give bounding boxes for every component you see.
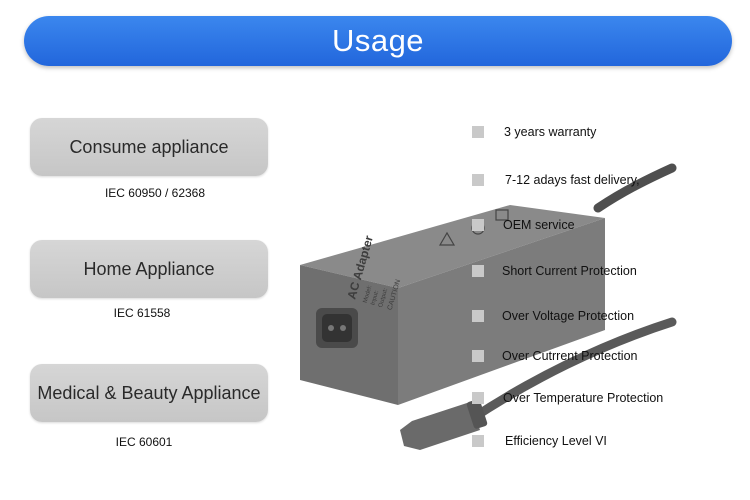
feature-item: OEM service — [470, 217, 740, 235]
bullet-square-icon — [472, 219, 484, 231]
feature-text: Over Voltage Protection — [502, 309, 635, 323]
standard-text: IEC 61558 — [113, 306, 171, 320]
bullet-square-icon — [472, 265, 484, 277]
feature-item: 7-12 adays fast delivery, — [470, 172, 740, 190]
bullet-square-icon — [472, 126, 484, 138]
feature-item: Short Current Protection — [470, 263, 740, 281]
category-label: Consume appliance — [69, 136, 229, 157]
bullet-square-icon — [472, 435, 484, 447]
feature-item: Efficiency Level VI — [470, 433, 740, 451]
feature-text: Short Current Protection — [502, 264, 637, 278]
feature-text: Over Cutrrent Protection — [502, 349, 638, 363]
standard-text: IEC 60601 — [115, 435, 173, 449]
category-label: Medical & Beauty Appliance — [37, 382, 261, 403]
feature-item: Over Temperature Protection — [470, 390, 740, 408]
adapter-label-line: Model: — [363, 285, 374, 304]
standard-text: IEC 60950 / 62368 — [104, 186, 206, 200]
feature-text: Efficiency Level VI — [505, 434, 607, 448]
feature-text: Over Temperature Protection — [503, 391, 664, 405]
feature-item: Over Cutrrent Protection — [470, 348, 740, 366]
bullet-square-icon — [472, 174, 484, 186]
category-consume-appliance: Consume appliance — [30, 118, 268, 176]
banner-title: Usage — [331, 23, 425, 58]
feature-item: 3 years warranty — [470, 124, 740, 142]
feature-item: Over Voltage Protection — [470, 308, 740, 326]
usage-banner: Usage — [24, 16, 732, 66]
bullet-square-icon — [472, 392, 484, 404]
feature-text: OEM service — [503, 218, 575, 232]
category-label: Home Appliance — [83, 258, 215, 279]
adapter-label-line: Input: — [370, 290, 380, 306]
adapter-label-line: Output: — [378, 287, 389, 308]
bullet-square-icon — [472, 350, 484, 362]
warning-triangle-icon — [438, 231, 456, 246]
bullet-square-icon — [472, 310, 484, 322]
category-home-appliance: Home Appliance — [30, 240, 268, 298]
feature-text: 7-12 adays fast delivery, — [505, 173, 640, 187]
feature-text: 3 years warranty — [504, 125, 597, 139]
category-medical-beauty-appliance: Medical & Beauty Appliance — [30, 364, 268, 422]
recycle-bin-icon — [495, 209, 509, 221]
